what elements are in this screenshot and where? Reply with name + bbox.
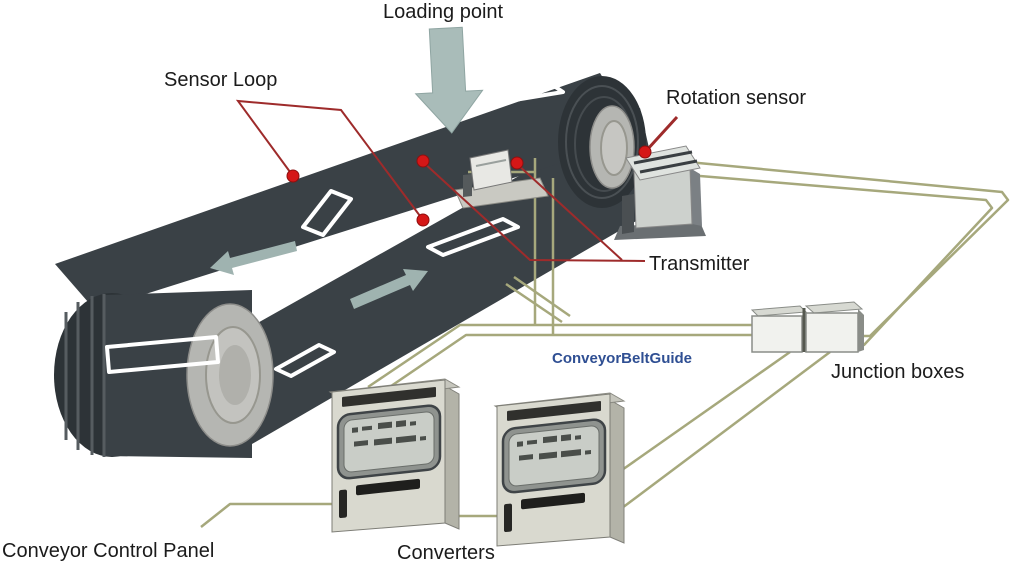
junction-box-icon (804, 301, 864, 353)
marker-dot (416, 213, 430, 227)
marker-dot (638, 145, 652, 159)
cable-line (621, 351, 831, 509)
loading-point-label: Loading point (383, 1, 504, 23)
junction-boxes-label: Junction boxes (831, 361, 965, 383)
leader-lines (235, 99, 679, 262)
sensor-loop-marker (426, 217, 520, 257)
transmitter-label: Transmitter (649, 253, 750, 275)
rotation-sensor-label: Rotation sensor (666, 87, 807, 109)
conveyor-belt (54, 73, 662, 458)
transmitter-device-icon (454, 149, 549, 209)
leader-line (644, 115, 679, 153)
junction-box-icon (750, 305, 808, 353)
leader-line (516, 163, 623, 261)
cable-line (687, 160, 1010, 338)
cable-line (200, 502, 336, 528)
belt-carry-run (55, 73, 640, 310)
sensor-loop-markers (105, 82, 565, 378)
cable-line (367, 323, 762, 389)
leader-line (235, 99, 424, 221)
cable-line (513, 275, 571, 318)
sensor-loop-label: Sensor Loop (164, 69, 278, 91)
marker-dot (510, 156, 524, 170)
head-pulley (558, 76, 646, 208)
belt-direction-arrow-icon (210, 241, 297, 275)
sensor-loop-marker (301, 189, 353, 237)
sensor-loop-marker (105, 335, 220, 374)
converter-cabinet-icon (328, 377, 461, 534)
cable-line (621, 350, 791, 472)
conveyor-control-panel-label: Conveyor Control Panel (2, 540, 215, 562)
cable-line (505, 282, 563, 324)
leader-line (422, 161, 646, 262)
converters-label: Converters (397, 542, 495, 564)
junction-boxes-group (750, 301, 864, 353)
tail-pulley (54, 290, 274, 458)
sensor-loop-marker (274, 343, 336, 378)
belt-return-run (245, 108, 662, 444)
belt-direction-arrow-icon (350, 269, 428, 309)
sensor-loop-marker (470, 82, 565, 107)
cable-line (374, 333, 762, 399)
marker-dot (286, 169, 300, 183)
watermark-text: ConveyorBeltGuide (552, 350, 693, 367)
loading-arrow-icon (414, 26, 484, 134)
converter-cabinet-icon (493, 391, 626, 548)
marker-dot (416, 154, 430, 168)
